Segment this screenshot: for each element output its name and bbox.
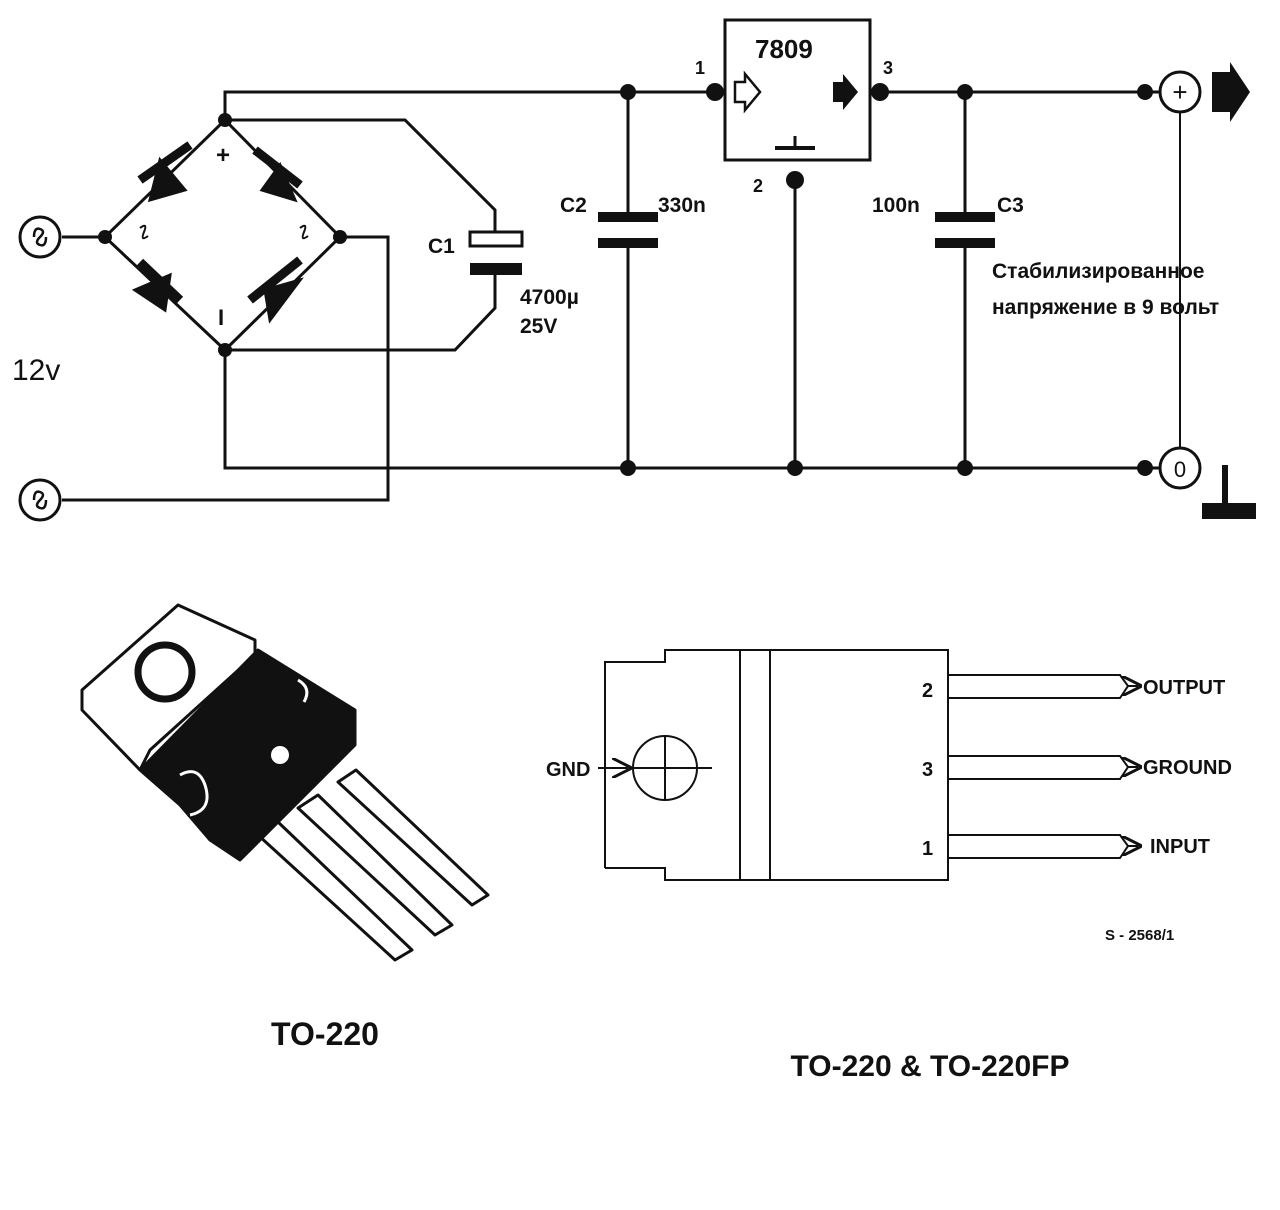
c3-value: 100n	[872, 194, 920, 217]
junction-dots	[98, 83, 1153, 476]
output-zero-label: 0	[1174, 457, 1186, 482]
bridge-minus-label: I	[218, 305, 224, 330]
package-tab-hole	[134, 641, 196, 703]
wires	[62, 90, 1181, 502]
pin-input-number: 1	[695, 58, 705, 78]
to220-package-drawing	[80, 603, 490, 962]
ac-terminal-bottom	[18, 478, 62, 522]
output-plus-terminal	[1158, 70, 1202, 114]
pinout-pin-2-label: GROUND	[1143, 757, 1232, 779]
pinout-pin-1-label: OUTPUT	[1143, 677, 1225, 699]
pin-output-number: 3	[883, 58, 893, 78]
bridge-plus-label: +	[216, 142, 230, 169]
pinout-reference: S - 2568/1	[1105, 927, 1174, 944]
pinout-drawing	[598, 649, 1138, 881]
package-caption: TO-220	[271, 1016, 379, 1052]
package-leads	[256, 768, 490, 962]
c2-value: 330n	[658, 194, 706, 217]
pinout-caption: TO-220 & TO-220FP	[791, 1050, 1070, 1083]
output-arrow-icon	[1212, 62, 1250, 122]
bridge-diodes	[131, 141, 304, 324]
output-plus-label: +	[1172, 77, 1187, 107]
note-line-1: Стабилизированное	[992, 260, 1204, 283]
package-body	[138, 648, 357, 862]
pin-ground-number: 2	[753, 176, 763, 196]
pinout-pin-2-number: 3	[922, 759, 933, 781]
capacitor-c2	[598, 212, 658, 248]
pinout-pin-3-number: 1	[922, 838, 933, 860]
regulator-7809	[723, 18, 872, 162]
bridge-tilde-marks	[139, 224, 309, 240]
output-zero-terminal	[1158, 446, 1202, 490]
ground-symbol-icon	[1202, 465, 1256, 519]
c1-voltage: 25V	[520, 315, 557, 338]
c3-name: C3	[997, 194, 1024, 217]
pinout-pin-1-number: 2	[922, 680, 933, 702]
pinout-gnd-label: GND	[546, 759, 590, 781]
c2-name: C2	[560, 194, 587, 217]
capacitor-c1	[468, 230, 524, 275]
input-voltage-label: 12v	[12, 354, 60, 387]
ac-terminal-top	[18, 215, 62, 259]
c1-name: C1	[428, 235, 455, 258]
note-line-2: напряжение в 9 вольт	[992, 296, 1219, 319]
regulator-label: 7809	[755, 34, 813, 64]
capacitor-c3	[935, 212, 995, 248]
pinout-pin-3-label: INPUT	[1150, 836, 1210, 858]
c1-value: 4700µ	[520, 286, 579, 309]
